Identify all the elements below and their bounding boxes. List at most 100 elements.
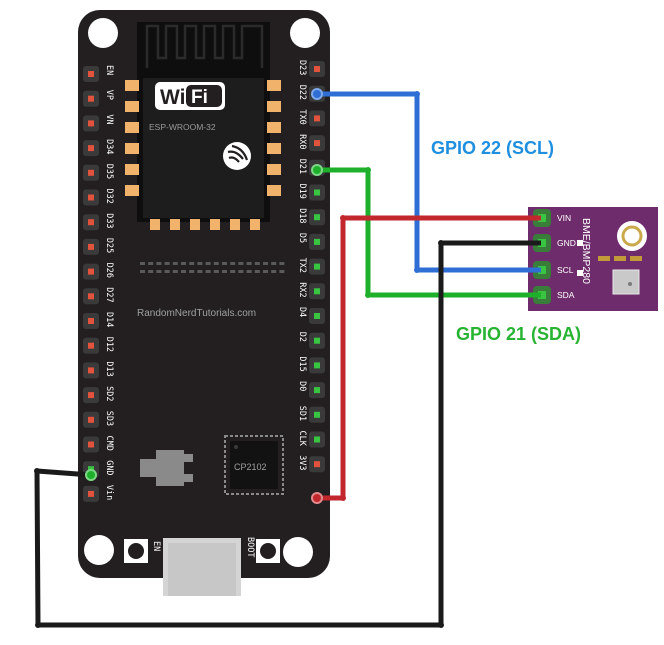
silkscreen-dash <box>164 270 170 273</box>
silkscreen-dashes <box>140 262 285 273</box>
pin-label: D27 <box>104 287 114 302</box>
pin-hole-icon <box>314 140 320 147</box>
module-pad <box>150 219 160 230</box>
pin-label: D21 <box>297 159 307 174</box>
pin-hole-icon <box>314 288 320 295</box>
pin-label: RX0 <box>297 134 307 149</box>
silkscreen-dash <box>205 262 211 265</box>
silkscreen-dash <box>189 270 195 273</box>
pin-hole-icon <box>314 214 320 221</box>
pin-label: D0 <box>297 381 307 391</box>
pin-label: D33 <box>104 213 114 228</box>
voltage-regulator <box>140 450 193 486</box>
silkscreen-dash <box>148 262 154 265</box>
silkscreen-dash <box>181 262 186 265</box>
silkscreen-dash <box>230 270 236 273</box>
silkscreen-dash <box>254 262 260 265</box>
silkscreen-dash <box>279 262 285 265</box>
pin-label: D26 <box>104 263 114 278</box>
silkscreen-dash <box>222 270 227 273</box>
pin-label: D13 <box>104 361 114 376</box>
module-pad <box>267 80 281 91</box>
pin-hole-icon <box>88 342 94 349</box>
silkscreen-dash <box>189 262 195 265</box>
pin-hole-icon <box>88 268 94 275</box>
pin-label: SD1 <box>297 406 307 421</box>
pin-hole-icon <box>88 120 94 127</box>
pin-hole-icon <box>88 95 94 102</box>
sensor-name: BME/BMP280 <box>580 218 592 284</box>
boot-button[interactable] <box>256 539 280 563</box>
pin-label: D22 <box>297 85 307 100</box>
pin-hole-icon <box>88 318 94 324</box>
pin-label: SD2 <box>104 386 114 401</box>
silkscreen-dash <box>181 270 186 273</box>
silkscreen-dash <box>172 262 178 265</box>
right-pin-header: D23D22TX0RX0D21D19D18D5TX2RX2D4D2D15D0SD… <box>297 60 325 473</box>
pin-hole-icon <box>538 239 546 247</box>
svg-text:Fi: Fi <box>191 87 208 108</box>
pin-label: TX2 <box>297 258 307 273</box>
module-label: ESP-WROOM-32 <box>149 122 216 132</box>
pin-label: D34 <box>104 139 114 154</box>
usb-port-inner <box>168 543 236 596</box>
en-button[interactable] <box>124 539 148 563</box>
pin-hole-icon <box>314 436 320 443</box>
wire-vin <box>317 215 541 501</box>
pin-hole-icon <box>88 169 94 176</box>
silkscreen-dash <box>172 270 178 273</box>
pin-label: D15 <box>297 356 307 371</box>
silkscreen-dash <box>222 262 227 265</box>
pin-hole-icon <box>314 66 320 72</box>
silkscreen-dash <box>156 262 162 265</box>
pin-hole-icon <box>314 189 320 196</box>
silkscreen-dash <box>164 262 170 265</box>
silkscreen-dash <box>230 262 236 265</box>
sensor-pin-label: VIN <box>557 213 571 223</box>
silkscreen-dash <box>246 262 252 265</box>
module-pad <box>125 143 139 154</box>
pin-label: D19 <box>297 184 307 199</box>
pin-hole-icon <box>88 392 94 399</box>
silkscreen-dash <box>140 262 145 265</box>
module-pad <box>267 143 281 154</box>
silkscreen-dash <box>263 270 268 273</box>
pin-hole-icon <box>314 387 320 394</box>
pin-hole-icon <box>314 411 320 418</box>
pin-label: TX0 <box>297 109 307 124</box>
silkscreen-dash <box>213 270 219 273</box>
module-pad <box>170 219 180 230</box>
pin-label: D23 <box>297 60 307 75</box>
silkscreen-dash <box>271 270 277 273</box>
pin-hole-icon <box>314 263 320 270</box>
pin-hole-icon <box>88 71 94 77</box>
pin-label: VN <box>104 114 114 124</box>
left-pin-header: ENVPVND34D35D32D33D25D26D27D14D12D13SD2S… <box>83 65 114 502</box>
sensor-pin-label: SDA <box>557 290 575 300</box>
pin-hole-icon <box>538 214 546 222</box>
pin-label: GND <box>104 460 114 475</box>
wire-terminals <box>85 88 323 504</box>
pin-label: EN <box>104 65 114 75</box>
pin-label: D2 <box>297 332 307 342</box>
pin-hole-icon <box>314 115 320 122</box>
silkscreen-dash <box>213 262 219 265</box>
module-pad <box>267 164 281 175</box>
silkscreen-dash <box>279 270 285 273</box>
pin-hole-icon <box>538 266 546 274</box>
silkscreen-dash <box>197 270 203 273</box>
silkscreen-dash <box>238 262 244 265</box>
pin-label: D14 <box>104 312 114 327</box>
module-pad <box>125 185 139 196</box>
silkscreen-dash <box>140 270 145 273</box>
en-button-label: EN <box>151 541 161 551</box>
pin-label: RX2 <box>297 282 307 297</box>
pin-label: VP <box>104 90 114 100</box>
site-label: RandomNerdTutorials.com <box>137 308 256 319</box>
callout-scl: GPIO 22 (SCL) <box>431 138 554 158</box>
wire-joints-colored <box>340 91 420 501</box>
module-pad <box>125 80 139 91</box>
espressif-logo-icon <box>223 142 251 170</box>
pin-label: D4 <box>297 307 307 317</box>
module-pad <box>267 185 281 196</box>
